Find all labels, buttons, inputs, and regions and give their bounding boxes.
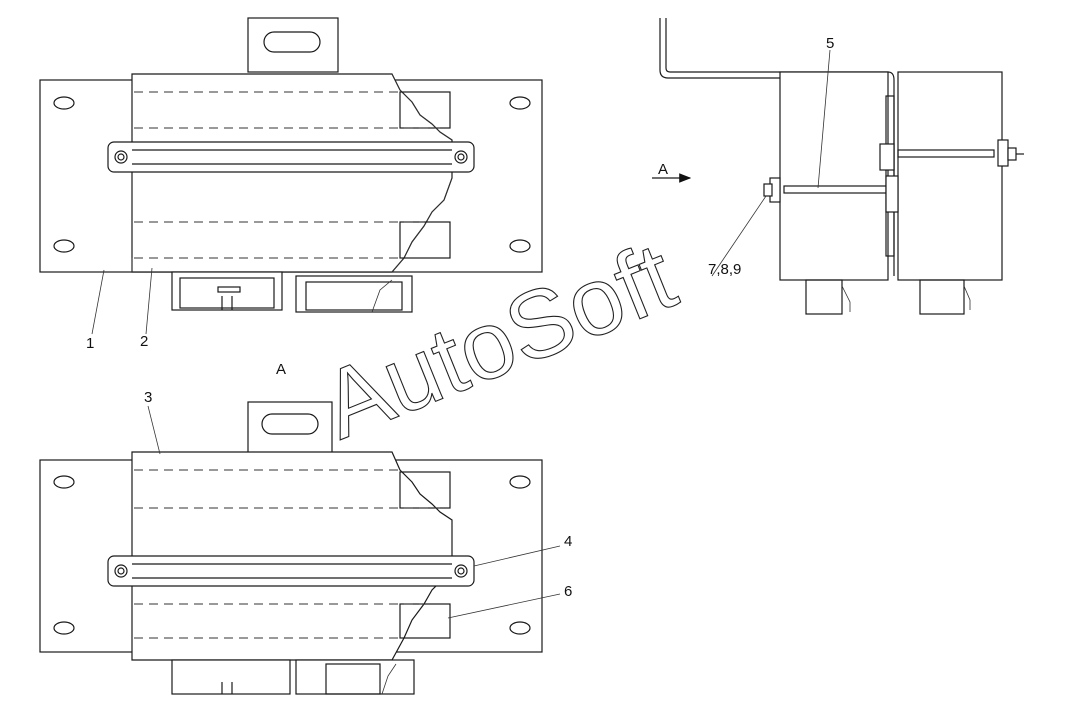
housing-cover — [131, 73, 453, 273]
callout-label-4: 4 — [564, 533, 572, 550]
mount-hole — [53, 475, 75, 489]
view-a-title: A — [276, 361, 286, 378]
top-bracket — [247, 17, 339, 73]
bolt — [454, 150, 468, 164]
bolt — [114, 564, 128, 578]
callout-label-7-8-9: 7,8,9 — [708, 261, 741, 278]
callout-label-5: 5 — [826, 35, 834, 52]
bolt-head — [117, 567, 125, 575]
mount-hole — [509, 475, 531, 489]
bolt-head — [117, 153, 125, 161]
mount-hole — [509, 96, 531, 110]
connectors — [171, 271, 413, 313]
mount-hole — [509, 239, 531, 253]
callout-label-1: 1 — [86, 335, 94, 352]
view-a: A 3 4 6 — [39, 361, 572, 695]
bolt-head — [457, 567, 465, 575]
callout-label-6: 6 — [564, 583, 572, 600]
mount-hole — [53, 96, 75, 110]
callout-label-3: 3 — [144, 389, 152, 406]
front-view: 1 2 — [39, 17, 543, 352]
callout-label-2: 2 — [140, 333, 148, 350]
mount-hole — [509, 621, 531, 635]
bolt-head — [457, 153, 465, 161]
side-view: A 5 7,8,9 — [652, 18, 1024, 315]
mount-hole — [53, 621, 75, 635]
mounting-rail — [107, 141, 475, 173]
view-direction-label: A — [658, 161, 668, 178]
mount-hole — [53, 239, 75, 253]
bolt — [114, 150, 128, 164]
bolt — [454, 564, 468, 578]
